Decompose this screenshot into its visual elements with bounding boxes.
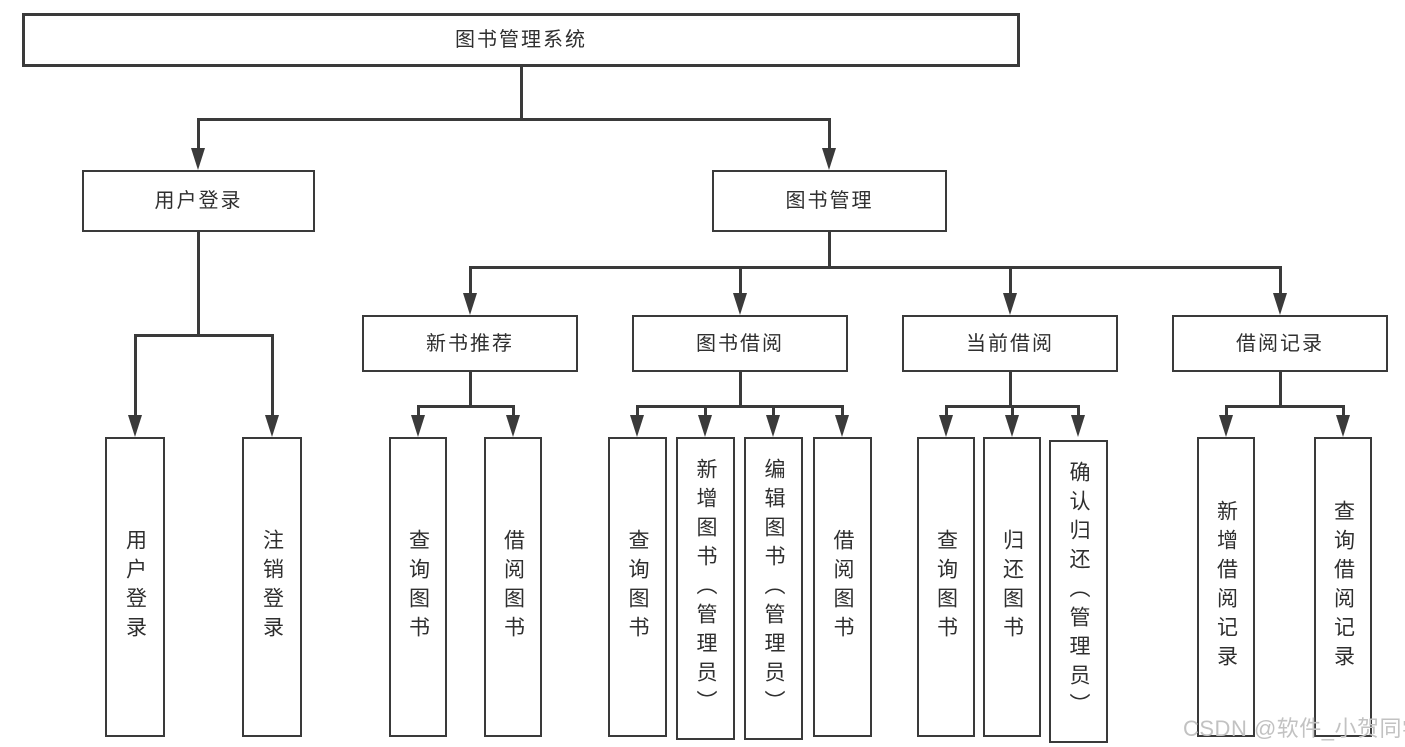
arrowhead-icon [835, 415, 849, 437]
connector-line [841, 405, 844, 417]
arrowhead-icon [822, 148, 836, 170]
node-book-management: 图书管理 [712, 170, 947, 232]
connector-line [1342, 405, 1345, 417]
leaf-add-borrowing-record: 新增借阅记录 [1197, 437, 1255, 737]
connector-line [417, 405, 515, 408]
arrowhead-icon [463, 293, 477, 315]
node-borrowing-records: 借阅记录 [1172, 315, 1388, 372]
connector-line [134, 334, 274, 337]
arrowhead-icon [766, 415, 780, 437]
node-label: 编辑图书（管理员） [762, 458, 785, 719]
arrowhead-icon [733, 293, 747, 315]
leaf-logout-login: 注销登录 [242, 437, 302, 737]
connector-line [636, 405, 844, 408]
connector-line [1225, 405, 1345, 408]
node-user-login: 用户登录 [82, 170, 315, 232]
leaf-query-books-borrowing: 查询图书 [608, 437, 667, 737]
arrowhead-icon [1336, 415, 1350, 437]
node-label: 新增借阅记录 [1214, 500, 1238, 674]
connector-line [1279, 266, 1282, 295]
connector-line [636, 405, 639, 417]
connector-line [197, 232, 200, 336]
connector-line [772, 405, 775, 417]
node-label: 图书借阅 [696, 332, 784, 355]
node-current-borrowing: 当前借阅 [902, 315, 1118, 372]
connector-line [469, 266, 472, 295]
node-label: 查询图书 [406, 529, 430, 645]
node-label: 当前借阅 [966, 332, 1054, 355]
node-label: 用户登录 [154, 190, 243, 212]
leaf-confirm-return-admin: 确认归还（管理员） [1049, 440, 1108, 743]
connector-line [1077, 405, 1080, 417]
node-label: 新增图书（管理员） [694, 458, 717, 719]
arrowhead-icon [1003, 293, 1017, 315]
connector-line [1009, 372, 1012, 407]
connector-line [197, 118, 200, 150]
arrowhead-icon [1273, 293, 1287, 315]
connector-line [520, 66, 523, 120]
node-label: 借阅图书 [831, 529, 854, 645]
arrowhead-icon [128, 415, 142, 437]
node-new-book-recommendation: 新书推荐 [362, 315, 578, 372]
leaf-add-books-admin: 新增图书（管理员） [676, 437, 735, 740]
connector-line [704, 405, 707, 417]
arrowhead-icon [1005, 415, 1019, 437]
node-library-management-system: 图书管理系统 [22, 13, 1020, 67]
connector-line [469, 372, 472, 407]
node-label: 查询借阅记录 [1331, 500, 1355, 674]
arrowhead-icon [411, 415, 425, 437]
node-label: 借阅记录 [1236, 332, 1324, 355]
node-label: 图书管理 [785, 190, 874, 212]
node-label: 归还图书 [1000, 529, 1024, 645]
connector-line [417, 405, 420, 417]
arrowhead-icon [698, 415, 712, 437]
arrowhead-icon [939, 415, 953, 437]
node-label: 图书管理系统 [455, 29, 587, 51]
arrowhead-icon [1219, 415, 1233, 437]
node-label: 查询图书 [626, 529, 649, 645]
arrowhead-icon [630, 415, 644, 437]
connector-line [1011, 405, 1014, 417]
leaf-borrow-books-recommend: 借阅图书 [484, 437, 542, 737]
node-label: 确认归还（管理员） [1067, 461, 1090, 722]
arrowhead-icon [191, 148, 205, 170]
connector-line [1279, 372, 1282, 407]
connector-line [1009, 266, 1012, 295]
connector-line [134, 334, 137, 417]
connector-line [512, 405, 515, 417]
node-book-borrowing: 图书借阅 [632, 315, 848, 372]
connector-line [1225, 405, 1228, 417]
leaf-query-books-current: 查询图书 [917, 437, 975, 737]
connector-line [271, 334, 274, 417]
leaf-user-login: 用户登录 [105, 437, 165, 737]
connector-line [739, 266, 742, 295]
arrowhead-icon [506, 415, 520, 437]
leaf-query-books-recommend: 查询图书 [389, 437, 447, 737]
leaf-edit-books-admin: 编辑图书（管理员） [744, 437, 803, 740]
arrowhead-icon [265, 415, 279, 437]
watermark: CSDN @软件_小贺同学 [1183, 716, 1405, 741]
connector-line [469, 266, 1282, 269]
leaf-query-borrowing-record: 查询借阅记录 [1314, 437, 1372, 737]
connector-line [739, 372, 742, 407]
connector-line [828, 118, 831, 150]
node-label: 新书推荐 [426, 332, 514, 355]
connector-line [828, 232, 831, 268]
node-label: 查询图书 [934, 529, 958, 645]
leaf-borrow-books-borrowing: 借阅图书 [813, 437, 872, 737]
node-label: 用户登录 [123, 529, 147, 645]
leaf-return-books: 归还图书 [983, 437, 1041, 737]
node-label: 注销登录 [260, 529, 284, 645]
node-label: 借阅图书 [501, 529, 525, 645]
arrowhead-icon [1071, 415, 1085, 437]
connector-line [197, 118, 831, 121]
connector-line [945, 405, 948, 417]
